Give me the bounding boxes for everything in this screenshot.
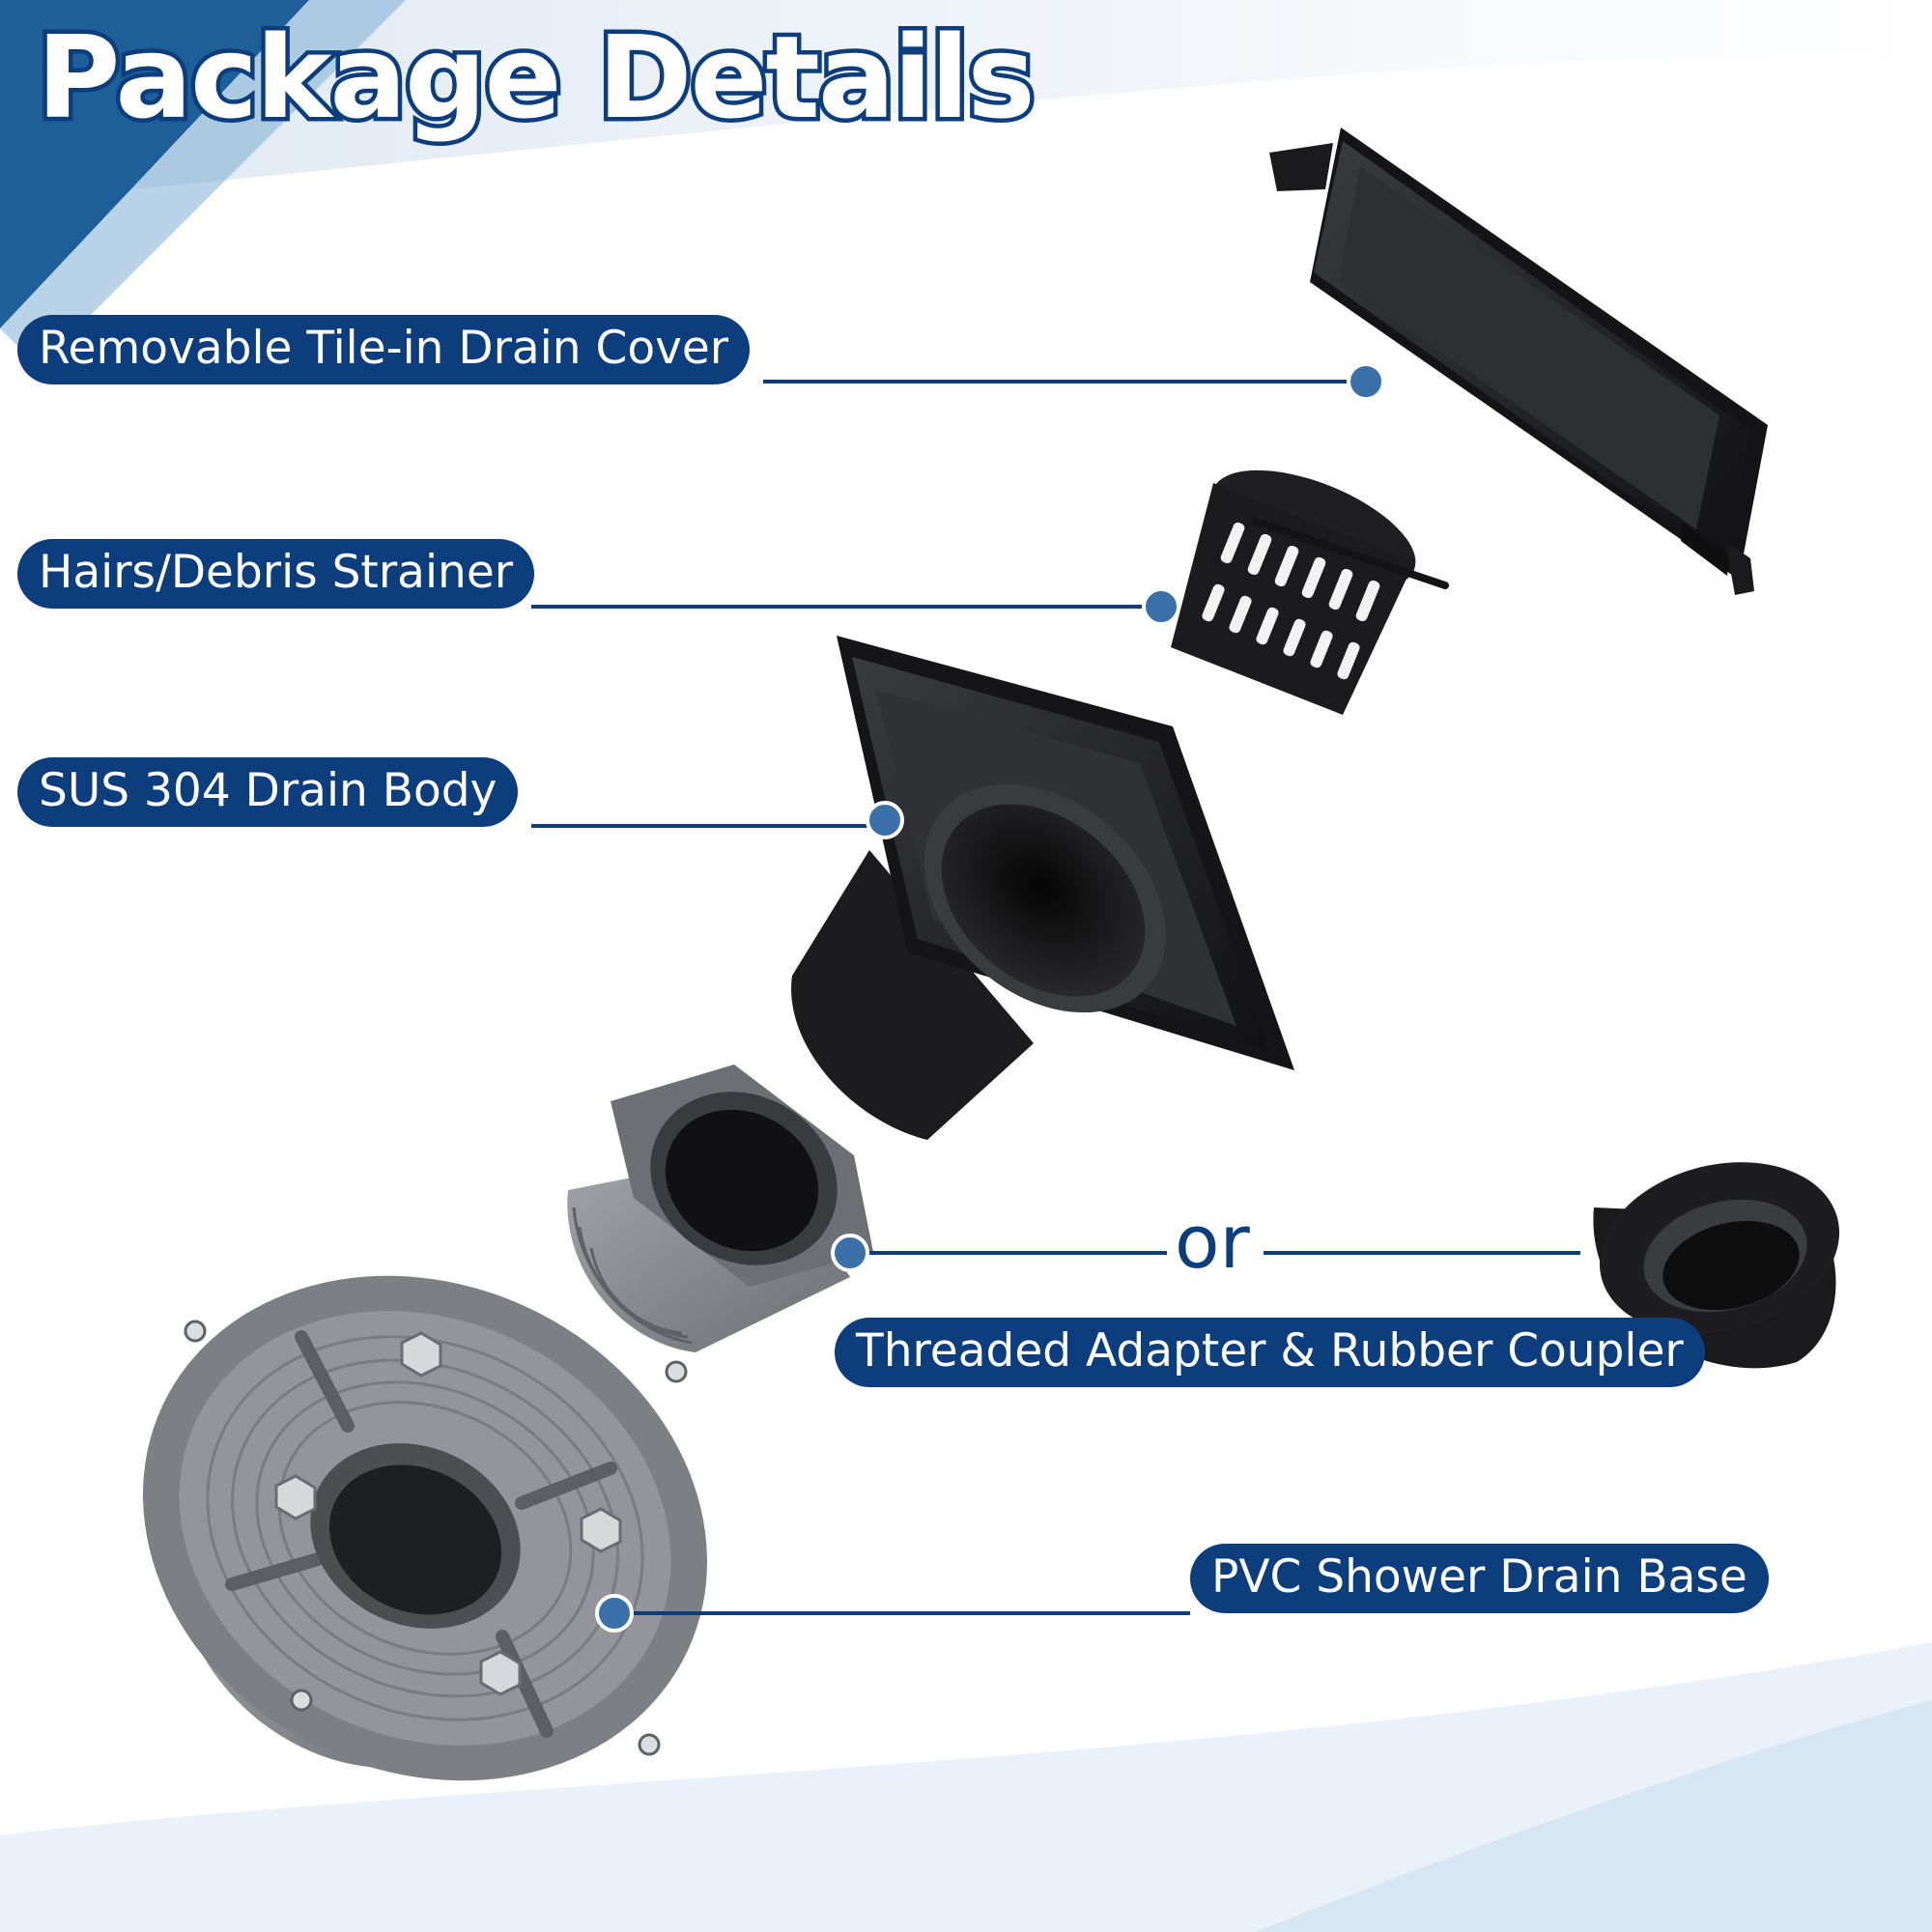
leader-lines xyxy=(531,380,1580,1615)
strainer-part xyxy=(1171,469,1449,715)
label-drain-cover: Removable Tile-in Drain Cover xyxy=(17,315,751,384)
label-strainer: Hairs/Debris Strainer xyxy=(17,539,535,609)
leader-dots xyxy=(595,362,1385,1633)
threaded-adapter-part xyxy=(567,1065,873,1352)
leader-dot-drain-cover xyxy=(1347,362,1385,401)
label-adapter-coupler: Threaded Adapter & Rubber Coupler xyxy=(835,1318,1705,1387)
leader-dot-strainer xyxy=(1142,587,1180,626)
drain-cover-part xyxy=(1269,128,1768,595)
pvc-drain-base-part xyxy=(142,1275,708,1781)
or-separator: or xyxy=(1175,1199,1250,1285)
drain-body-part xyxy=(791,636,1294,1140)
leader-dot-adapter xyxy=(831,1234,869,1272)
label-drain-base: PVC Shower Drain Base xyxy=(1190,1544,1769,1613)
label-drain-body: SUS 304 Drain Body xyxy=(17,757,519,827)
leader-dot-drain-base xyxy=(595,1594,634,1633)
page-title: Package Details xyxy=(33,7,1040,149)
leader-dot-drain-body xyxy=(866,801,904,839)
